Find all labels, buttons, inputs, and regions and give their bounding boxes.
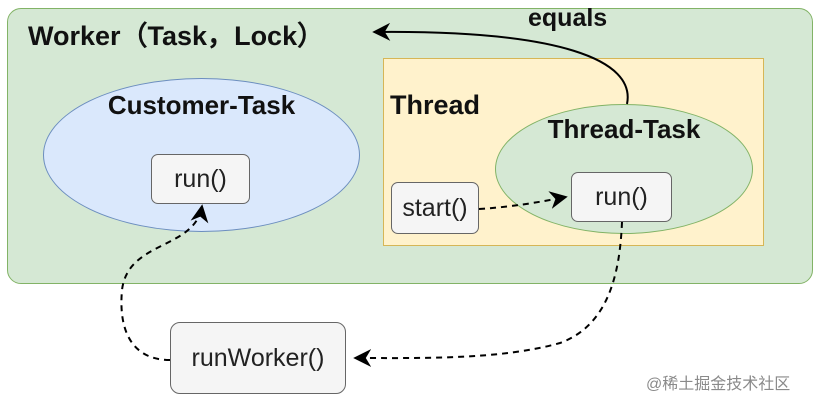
equals-label: equals [528, 4, 608, 32]
customer-run-node[interactable]: run() [151, 154, 250, 204]
thread-task-run-node[interactable]: run() [571, 172, 672, 222]
thread-title: Thread [390, 90, 481, 120]
thread-start-node[interactable]: start() [391, 182, 479, 234]
customer-task-title: Customer-Task [107, 90, 296, 120]
worker-title: Worker（Task，Lock） [28, 21, 325, 51]
watermark: @稀土掘金技术社区 [646, 376, 791, 393]
run-worker-node[interactable]: runWorker() [170, 322, 346, 394]
thread-task-title: Thread-Task [547, 114, 701, 144]
